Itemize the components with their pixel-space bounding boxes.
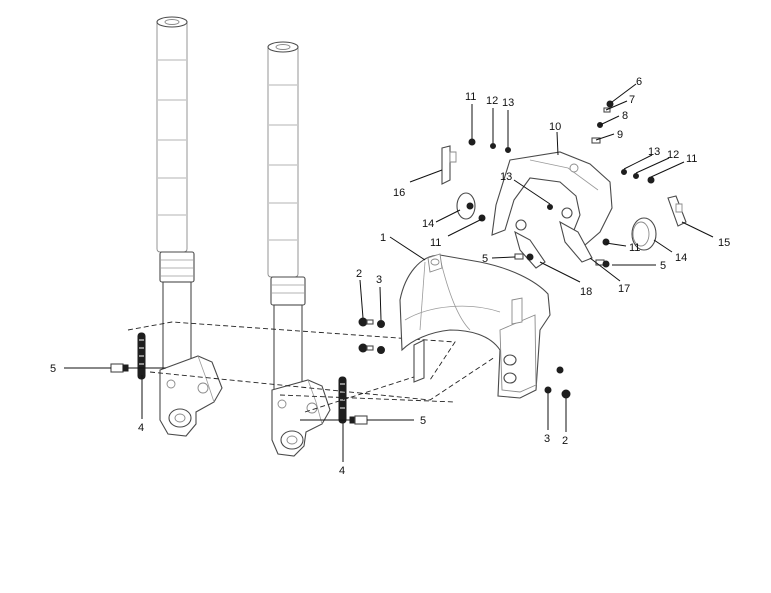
front-fender — [399, 253, 551, 399]
callout-4-right: 4 — [339, 465, 345, 477]
callout-5-bracket: 5 — [660, 260, 666, 272]
callout-8: 8 — [622, 110, 628, 122]
callout-9: 9 — [617, 129, 623, 141]
callout-14-right: 14 — [675, 252, 687, 264]
brake-hose-clamp-left — [137, 332, 146, 380]
callout-15: 15 — [718, 237, 730, 249]
callout-12-right: 12 — [667, 149, 679, 161]
callout-6: 6 — [636, 76, 642, 88]
assembly-guide-lines — [127, 321, 496, 413]
callout-10: 10 — [549, 121, 561, 133]
callout-2-right: 2 — [562, 435, 568, 447]
callout-12-top: 12 — [486, 95, 498, 107]
fender-bolts-right — [544, 366, 571, 399]
callout-11-right: 11 — [686, 153, 697, 165]
callout-5-right: 5 — [420, 415, 426, 427]
callout-11-bracket: 11 — [629, 242, 640, 254]
callout-3-right: 3 — [544, 433, 550, 445]
fender-bolts-left — [358, 317, 385, 354]
callout-2-left: 2 — [356, 268, 362, 280]
callout-18: 18 — [580, 286, 592, 298]
callout-7: 7 — [629, 94, 635, 106]
callout-16: 16 — [393, 187, 405, 199]
callout-4-left: 4 — [138, 422, 144, 434]
callout-11-top: 11 — [465, 91, 476, 103]
leader-lines — [64, 83, 714, 462]
callout-11-left: 11 — [430, 237, 441, 249]
callout-3-left: 3 — [376, 274, 382, 286]
reflector-right — [631, 217, 657, 251]
callout-1: 1 — [380, 232, 386, 244]
fork-leg-left — [156, 16, 223, 437]
callout-5-left: 5 — [50, 363, 56, 375]
fork-leg-right — [267, 41, 331, 457]
callout-13-middle: 13 — [500, 171, 512, 183]
fender-bracket — [491, 151, 613, 269]
callout-5-fender: 5 — [482, 253, 488, 265]
side-bracket-right — [667, 195, 687, 227]
reflector-left — [456, 192, 476, 220]
callout-13-right: 13 — [648, 146, 660, 158]
callout-14-left: 14 — [422, 218, 434, 230]
side-bracket-left — [441, 145, 457, 185]
brake-hose-clamp-right — [338, 376, 347, 424]
callout-13-top: 13 — [502, 97, 514, 109]
callout-labels: 1 2 3 3 2 4 4 5 5 5 5 6 7 8 9 10 11 12 1… — [50, 76, 730, 477]
callout-17: 17 — [618, 283, 630, 295]
